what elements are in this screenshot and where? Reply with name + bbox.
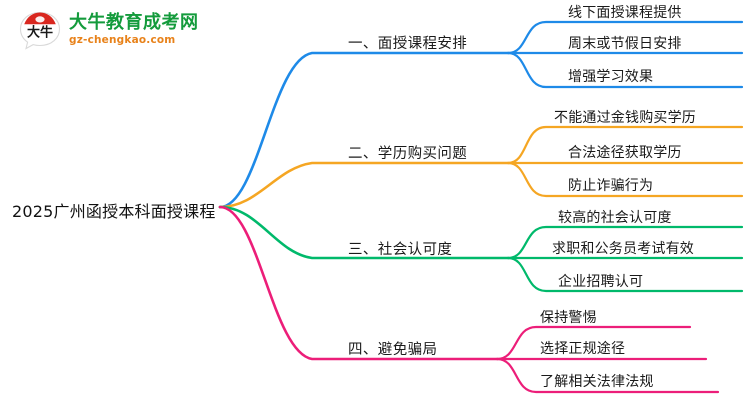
branch-1-wires: [218, 20, 744, 209]
leaf-label-2-2[interactable]: 合法途径获取学历: [568, 145, 682, 161]
svg-text:大牛: 大牛: [27, 25, 53, 41]
leaf-label-3-1[interactable]: 较高的社会认可度: [558, 210, 672, 226]
leaf-label-2-3[interactable]: 防止诈骗行为: [568, 178, 654, 194]
leaf-label-1-1[interactable]: 线下面授课程提供: [568, 5, 682, 21]
logo-site-name: 大牛教育成考网: [69, 12, 199, 34]
leaf-label-4-1[interactable]: 保持警惕: [540, 310, 597, 326]
leaf-label-4-3[interactable]: 了解相关法律法规: [540, 374, 654, 390]
branch-label-4[interactable]: 四、避免骗局: [348, 342, 438, 358]
leaf-label-3-3[interactable]: 企业招聘认可: [558, 274, 644, 290]
logo-text-block: 大牛教育成考网 gz-chengkao.com: [69, 14, 199, 46]
branch-label-1[interactable]: 一、面授课程安排: [348, 36, 468, 52]
speech-bubble-daniu-icon: 大牛: [18, 10, 62, 50]
leaf-label-1-2[interactable]: 周末或节假日安排: [568, 36, 682, 52]
leaf-label-4-2[interactable]: 选择正规途径: [540, 341, 626, 357]
leaf-label-2-1[interactable]: 不能通过金钱购买学历: [554, 110, 696, 126]
branch-label-2[interactable]: 二、学历购买问题: [348, 146, 468, 162]
branch-label-3[interactable]: 三、社会认可度: [348, 242, 453, 258]
leaf-label-1-3[interactable]: 增强学习效果: [568, 69, 654, 85]
branch-2-wires: [218, 125, 744, 209]
branch-4-wires: [218, 205, 720, 394]
site-logo[interactable]: 大牛 大牛教育成考网 gz-chengkao.com: [18, 10, 199, 50]
leaf-label-3-2[interactable]: 求职和公务员考试有效: [552, 241, 694, 257]
logo-site-url: gz-chengkao.com: [69, 34, 176, 47]
root-node-label[interactable]: 2025广州函授本科面授课程: [12, 202, 216, 221]
branch-3-wires: [218, 205, 744, 293]
